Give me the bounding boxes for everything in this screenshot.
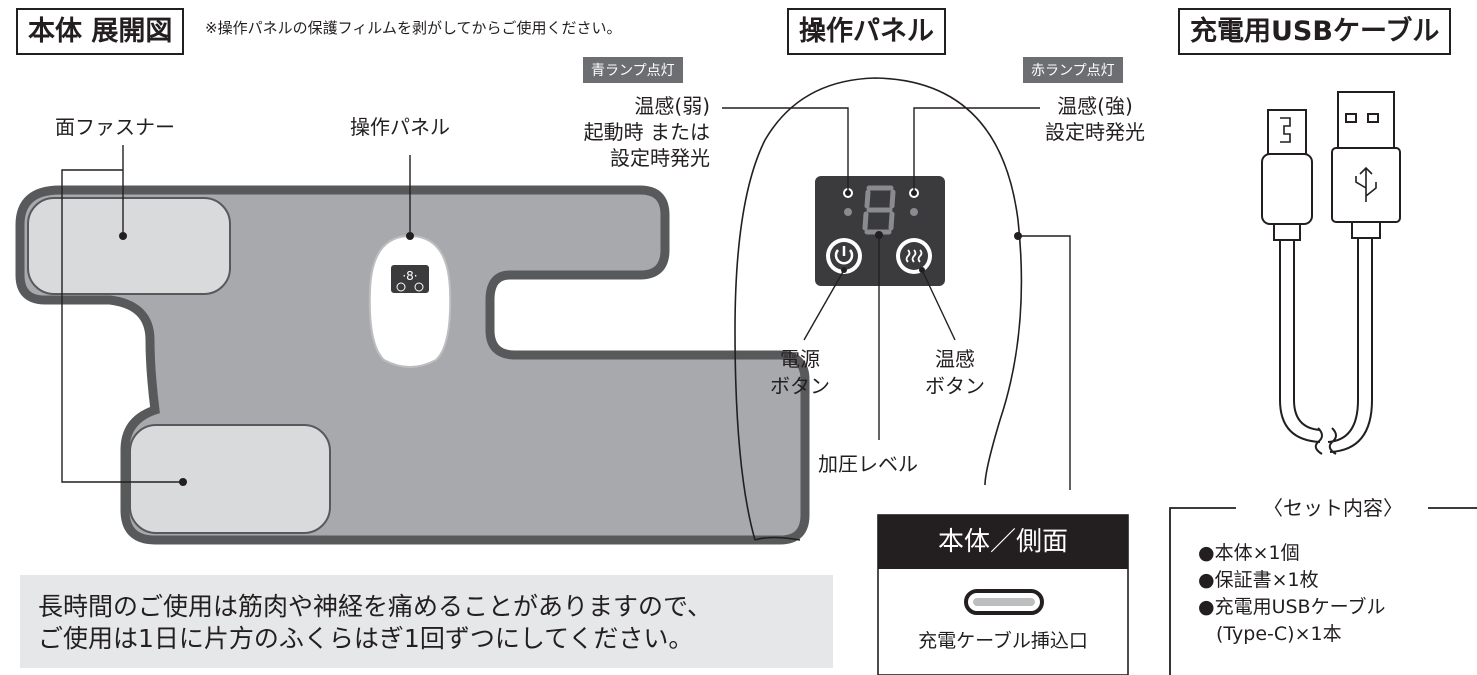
heat-button-label: 温感 ボタン <box>925 347 985 398</box>
usage-warning: 長時間のご使用は筋肉や神経を痛めることがありますので、 ご使用は1日に片方のふく… <box>38 592 713 653</box>
set-item-body: ●本体×1個 <box>1198 542 1300 564</box>
usb-cable-graphic <box>1261 91 1401 455</box>
set-item-cable-type: (Type-C)×1本 <box>1216 623 1342 645</box>
set-item-warranty: ●保証書×1枚 <box>1198 569 1319 591</box>
panel-label: 操作パネル <box>350 115 450 139</box>
panel-outline <box>734 77 1023 541</box>
protective-film-note: ※操作パネルの保護フィルムを剥がしてからご使用ください。 <box>205 19 622 37</box>
main-title: 本体 展開図 <box>16 8 185 55</box>
warning-band <box>20 575 833 668</box>
charging-port-label: 充電ケーブル挿込口 <box>918 630 1088 652</box>
fastener-upper <box>27 197 231 295</box>
strong-heat-label: 温感(強) 設定時発光 <box>1045 94 1145 144</box>
power-button-label: 電源 ボタン <box>770 347 830 398</box>
fastener-label: 面ファスナー <box>55 115 175 139</box>
pressure-level-label: 加圧レベル <box>818 452 918 476</box>
set-contents-list: ●本体×1個 ●保証書×1枚 ●充電用USBケーブル (Type-C)×1本 <box>1198 540 1385 648</box>
fastener-lower <box>129 424 331 534</box>
set-contents-title: 〈セット内容〉 <box>1238 496 1428 520</box>
set-contents-frame <box>1169 507 1236 675</box>
seven-seg-digit <box>862 185 896 235</box>
weak-heat-label: 温感(弱) 起動時 または 設定時発光 <box>583 94 710 170</box>
blue-lamp-tag: 青ランプ点灯 <box>583 57 683 83</box>
mini-panel <box>368 234 452 368</box>
panel-section-title: 操作パネル <box>787 8 946 55</box>
usb-section-title: 充電用USBケーブル <box>1178 8 1452 55</box>
set-item-cable: ●充電用USBケーブル <box>1198 596 1386 618</box>
red-lamp-tag: 赤ランプ点灯 <box>1023 57 1123 83</box>
svg-text:·8·: ·8· <box>402 269 417 283</box>
side-view-title: 本体／側面 <box>937 527 1068 557</box>
